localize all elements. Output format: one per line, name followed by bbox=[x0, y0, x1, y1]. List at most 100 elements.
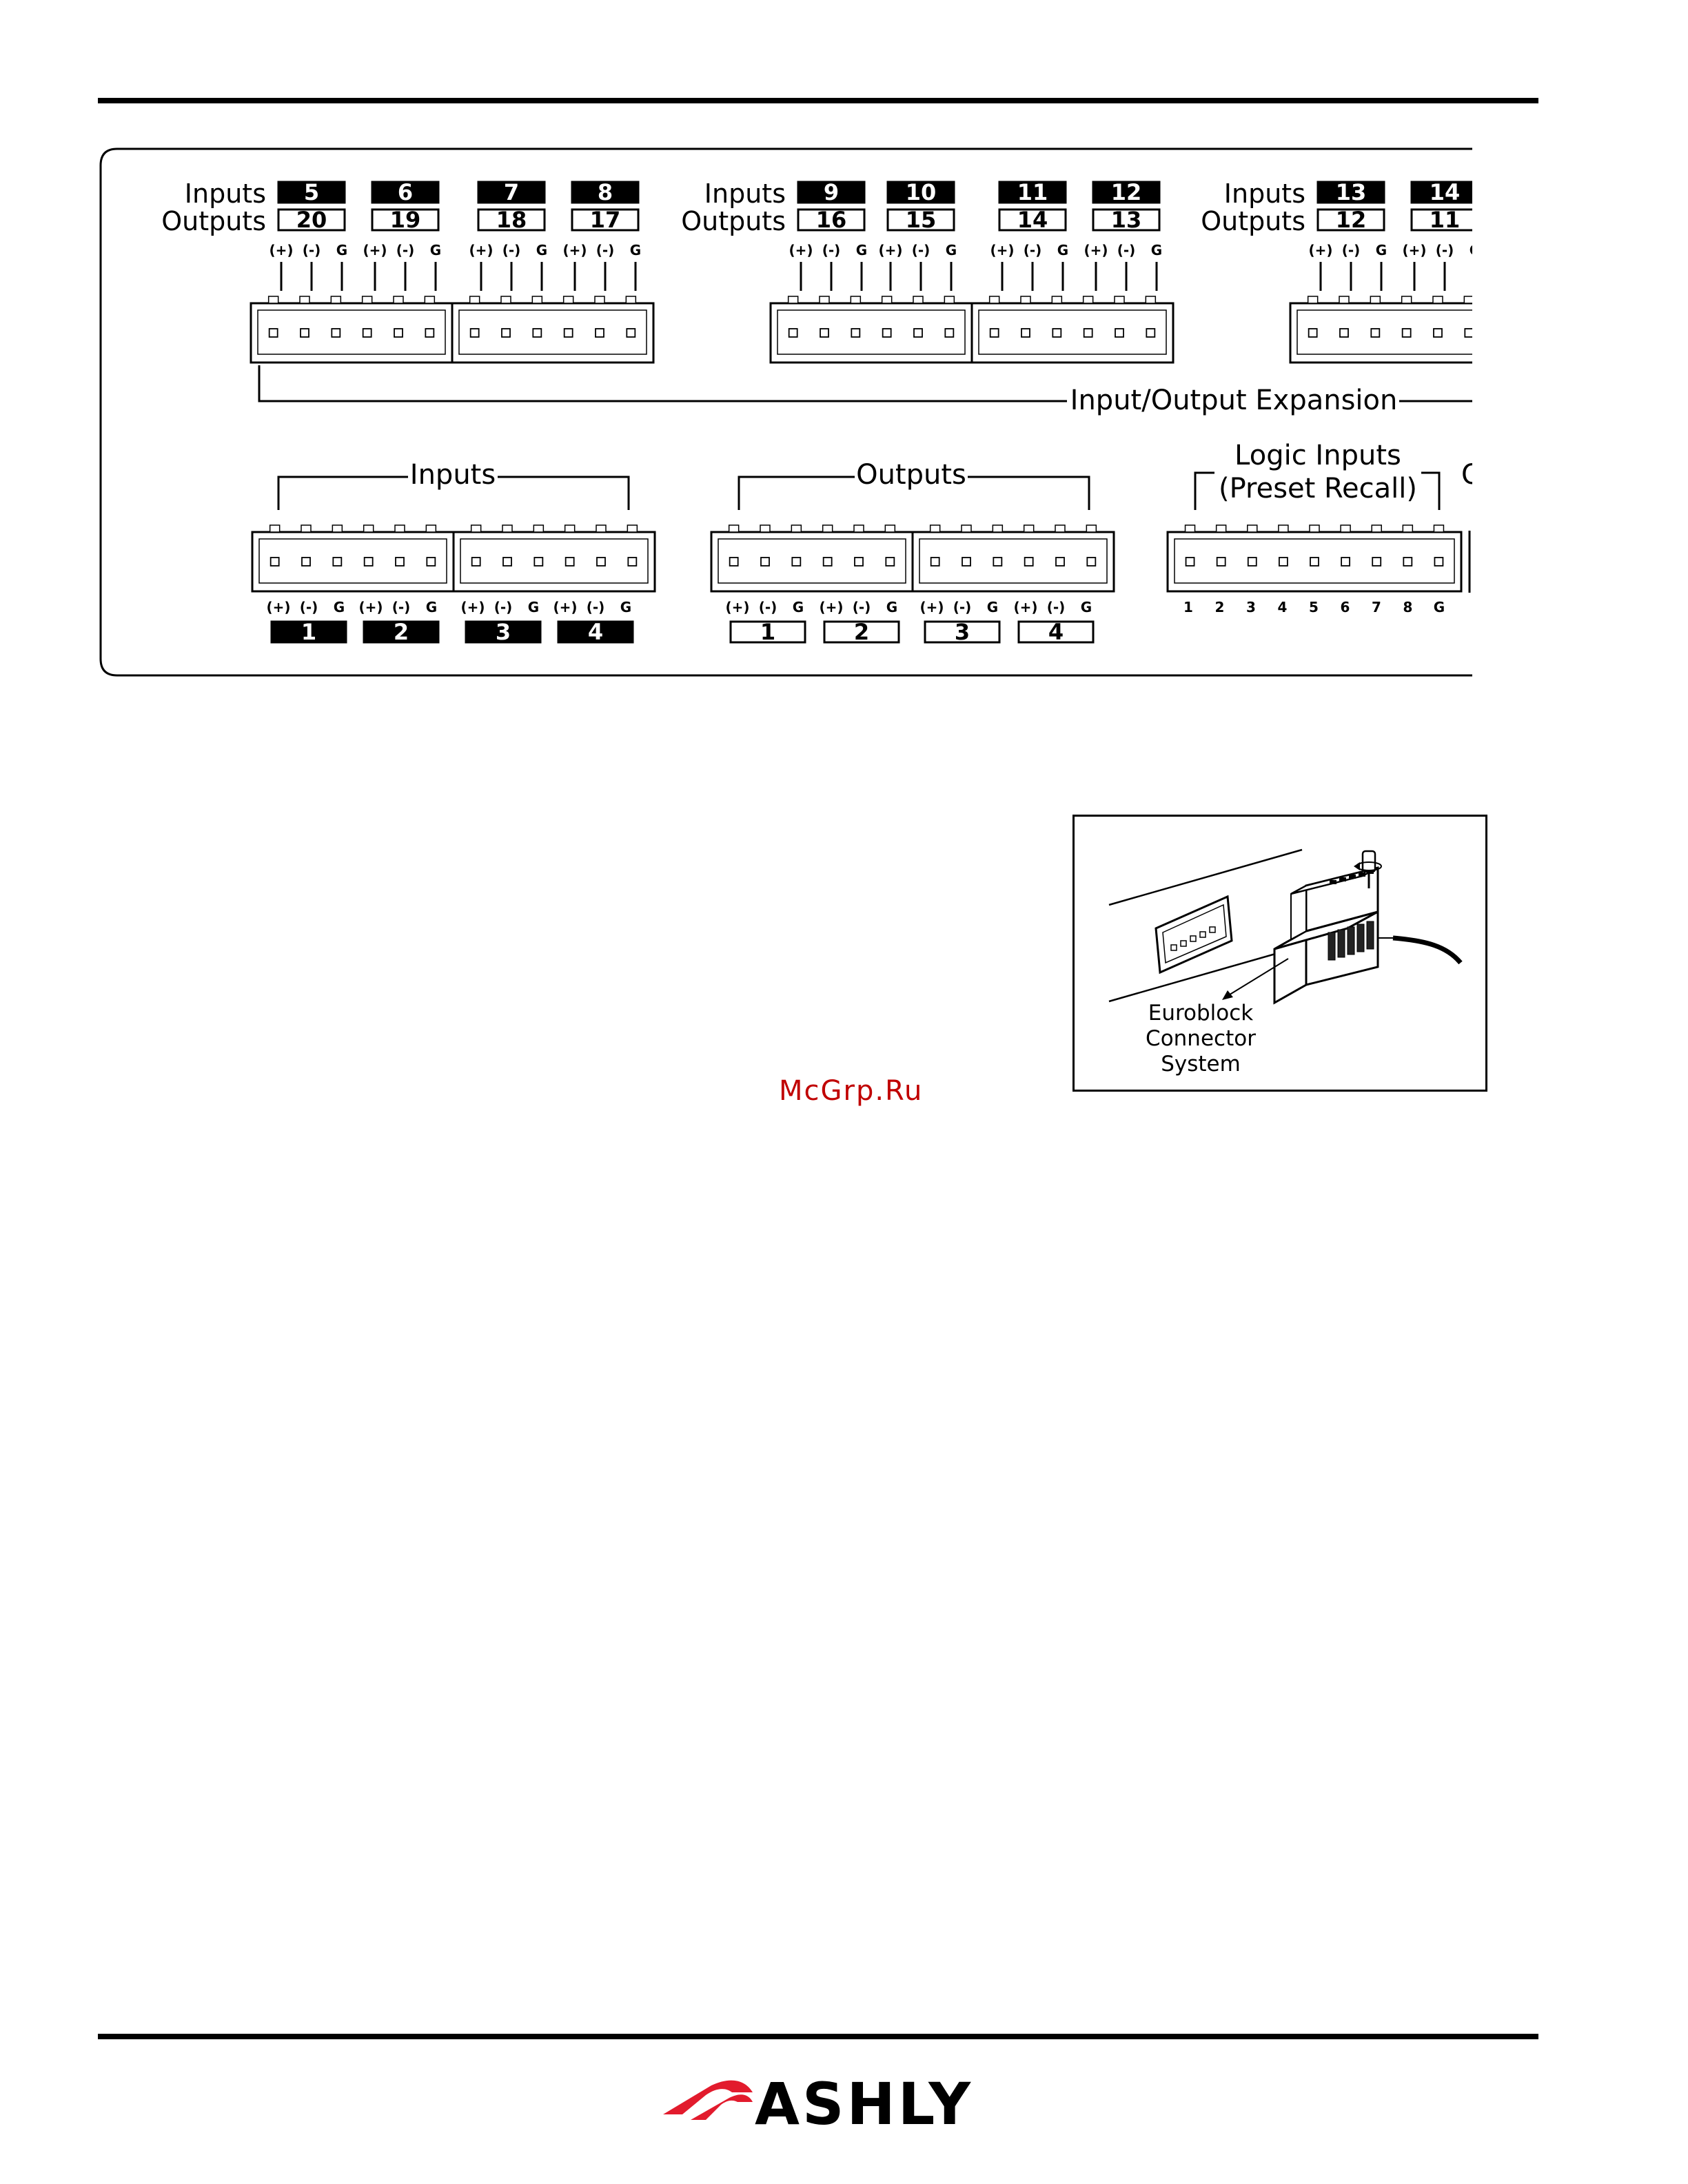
latch-tab bbox=[1432, 296, 1443, 304]
pin-square bbox=[362, 328, 372, 338]
pin-label: (+) bbox=[266, 599, 290, 615]
expansion-connector bbox=[451, 296, 655, 364]
logic-pin-label: 2 bbox=[1215, 599, 1225, 615]
expansion-output-badge: 14 bbox=[1017, 207, 1048, 233]
pin-label: G bbox=[1081, 599, 1092, 615]
main-output-badge-box bbox=[823, 620, 900, 644]
pin-square bbox=[820, 328, 829, 338]
pin-label: (+) bbox=[725, 599, 749, 615]
expansion-output-badge: 11 bbox=[1430, 207, 1461, 233]
connector-inner bbox=[1498, 310, 1686, 354]
outputs-row-label: Outputs bbox=[681, 206, 786, 236]
main-input-badge-box bbox=[465, 620, 542, 644]
connector-body bbox=[251, 531, 455, 593]
pin-square bbox=[471, 557, 481, 567]
pin-label: G bbox=[426, 599, 437, 615]
pin-label: (-) bbox=[822, 242, 841, 258]
expansion-connector bbox=[769, 296, 973, 364]
screwdriver-icon bbox=[1354, 850, 1382, 888]
main-input-badge: 1 bbox=[301, 619, 316, 645]
latch-tab bbox=[594, 296, 605, 304]
pin-label: G bbox=[946, 242, 957, 258]
expansion-input-badge: 8 bbox=[598, 179, 613, 205]
logic-pin-label: 5 bbox=[1309, 599, 1319, 615]
latch-tab bbox=[822, 524, 833, 533]
logic-pin-label: 4 bbox=[1278, 599, 1288, 615]
pin-label: G bbox=[987, 599, 998, 615]
expansion-output-badge: 13 bbox=[1111, 207, 1142, 233]
pin-square bbox=[729, 557, 739, 567]
main-output-badge: 4 bbox=[1048, 619, 1064, 645]
latch-tab bbox=[1055, 524, 1066, 533]
pin-square bbox=[1666, 329, 1674, 337]
euroblock-caption-line3: System bbox=[1161, 1052, 1241, 1076]
pin-square bbox=[1055, 557, 1065, 567]
pin-label: (-) bbox=[1117, 242, 1136, 258]
main-input-badge-box bbox=[557, 620, 634, 644]
connector-inner bbox=[1174, 538, 1455, 584]
pin-square bbox=[822, 557, 833, 567]
expansion-input-badge: 7 bbox=[504, 179, 519, 205]
expansion-input-badge: 14 bbox=[1430, 179, 1461, 205]
expansion-input-badge-box bbox=[1410, 181, 1472, 204]
pin-square bbox=[1021, 328, 1030, 338]
outputs-row-label: Outputs bbox=[161, 206, 266, 236]
pin-square bbox=[395, 557, 405, 567]
pin-label: G bbox=[430, 242, 441, 258]
rear-panel-diagram: InputsOutputs520(+)(-)G619(+)(-)G718(+)(… bbox=[99, 147, 1686, 677]
pin-square bbox=[854, 557, 864, 567]
main-inputs-connector bbox=[452, 524, 656, 593]
pin-square bbox=[469, 328, 480, 338]
pin-label: (+) bbox=[1013, 599, 1037, 615]
connector-inner bbox=[777, 309, 966, 355]
expansion-input-badge-box bbox=[1316, 181, 1385, 204]
latch-tab bbox=[625, 296, 637, 304]
pin-label: (+) bbox=[553, 599, 577, 615]
connector-body bbox=[1289, 302, 1472, 364]
euroblock-caption-line1: Euroblock bbox=[1148, 1001, 1254, 1025]
expansion-output-badge-box bbox=[277, 208, 346, 232]
latch-tab bbox=[1082, 296, 1094, 304]
pin-label: (+) bbox=[363, 242, 387, 258]
pin-square bbox=[1433, 328, 1443, 338]
logic-pin-label: 7 bbox=[1372, 599, 1381, 615]
pin-label: (+) bbox=[562, 242, 587, 258]
cut-off-label: O bbox=[1461, 459, 1483, 491]
latch-tab bbox=[1540, 296, 1550, 303]
expansion-connector bbox=[250, 296, 454, 364]
connector-body bbox=[911, 531, 1115, 593]
pin-square bbox=[595, 328, 604, 338]
connector-inner bbox=[718, 538, 906, 584]
pin-square bbox=[300, 328, 309, 338]
connector-inner bbox=[460, 538, 649, 584]
pin-square bbox=[1635, 329, 1643, 337]
latch-tab bbox=[988, 296, 1000, 304]
pin-square bbox=[1604, 329, 1612, 337]
main-input-badge-box bbox=[363, 620, 440, 644]
main-output-badge: 2 bbox=[854, 619, 869, 645]
pin-square bbox=[331, 328, 341, 338]
pin-square bbox=[930, 557, 940, 567]
euroblock-illustration bbox=[1072, 815, 1487, 1092]
pin-label: G bbox=[336, 242, 347, 258]
pin-square bbox=[301, 557, 311, 567]
latch-tab bbox=[596, 524, 607, 533]
plug-block bbox=[1273, 866, 1379, 1005]
watermark: McGrp.Ru bbox=[779, 1075, 924, 1107]
expansion-input-badge-box bbox=[277, 181, 346, 204]
latch-tab bbox=[1463, 296, 1472, 304]
euroblock-drawing bbox=[1108, 848, 1463, 1005]
pin-label: (-) bbox=[502, 242, 521, 258]
expansion-output-badge-box bbox=[797, 208, 866, 232]
pin-label: (-) bbox=[1436, 242, 1454, 258]
pin-label: (+) bbox=[819, 599, 843, 615]
logo-wordmark: ASHLY bbox=[755, 2070, 974, 2138]
panel-group: InputsOutputs520(+)(-)G619(+)(-)G718(+)(… bbox=[99, 147, 1686, 677]
pin-square bbox=[1086, 557, 1097, 567]
pin-square bbox=[882, 328, 892, 338]
pin-label: (+) bbox=[1308, 242, 1332, 258]
expansion-output-badge: 12 bbox=[1336, 207, 1367, 233]
inputs-row-label: Inputs bbox=[704, 178, 786, 209]
expansion-output-badge: 20 bbox=[296, 207, 327, 233]
pin-square bbox=[426, 557, 436, 567]
